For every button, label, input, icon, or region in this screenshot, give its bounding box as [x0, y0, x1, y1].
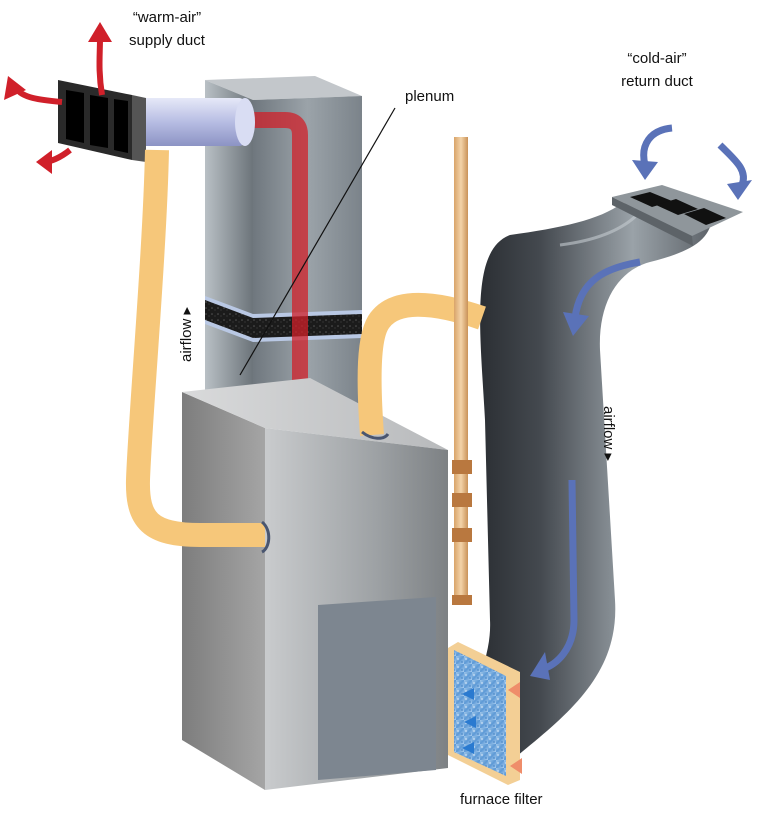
- cold-air-arrows: [543, 124, 747, 672]
- return-duct-label: “cold-air” return duct: [602, 47, 712, 94]
- furnace-body: [182, 378, 448, 790]
- supply-pipe: [125, 149, 271, 554]
- airflow-label-right: airflow ▸: [600, 406, 617, 462]
- supply-grille: [58, 80, 146, 162]
- supply-duct-label: “warm-air” supply duct: [112, 6, 222, 53]
- supply-duct-label-line2: supply duct: [129, 32, 205, 50]
- plenum-box: [205, 76, 362, 428]
- airflow-label-left: airflow ▸: [178, 306, 195, 362]
- return-duct-label-line2: return duct: [621, 73, 693, 91]
- plenum-leader-line: [239, 107, 396, 376]
- cold-air-arrowheads: [530, 160, 752, 680]
- furnace-filter: [448, 642, 522, 785]
- vertical-rod: [452, 137, 472, 605]
- supply-duct: [130, 98, 255, 146]
- return-grille: [612, 185, 743, 246]
- plenum-label: plenum: [405, 88, 455, 105]
- supply-duct-label-line1: “warm-air”: [132, 9, 202, 26]
- return-duct-label-line1: “cold-air”: [627, 50, 687, 67]
- warm-air-arrowheads: [4, 22, 112, 174]
- return-pipe: [357, 292, 486, 440]
- furnace-filter-label: furnace filter: [460, 791, 543, 808]
